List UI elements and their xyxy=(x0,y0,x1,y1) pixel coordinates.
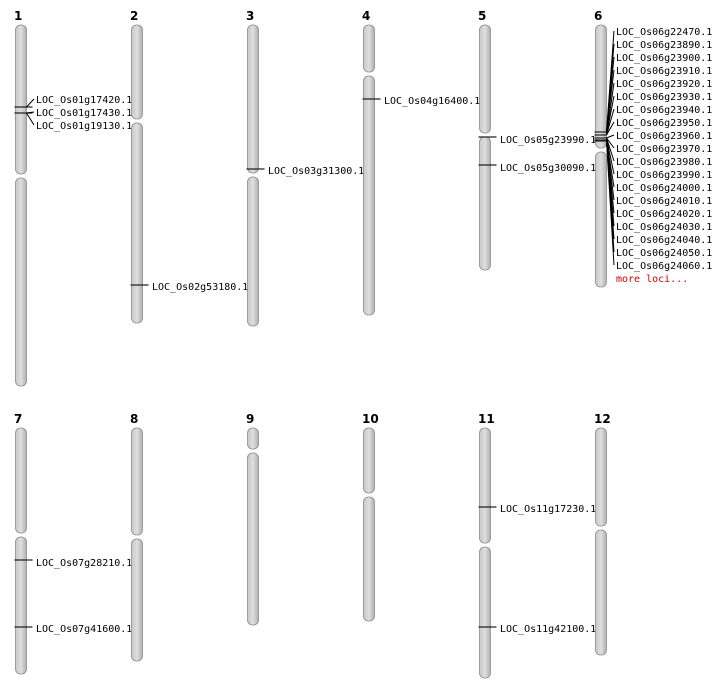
locus-connector xyxy=(606,121,615,136)
chromosome-arm-p xyxy=(363,24,375,73)
chromosome-10[interactable]: 10 xyxy=(362,412,379,622)
chromosome-arm-p xyxy=(479,24,491,134)
locus-label[interactable]: LOC_Os06g23960.1 xyxy=(616,131,712,142)
locus-connector xyxy=(606,140,615,266)
chromosome-arm-p xyxy=(15,427,27,534)
chromosome-12[interactable]: 12 xyxy=(594,412,611,656)
locus-connector xyxy=(26,112,35,126)
chromosome-arm-q xyxy=(479,136,491,271)
chromosome-number: 1 xyxy=(14,9,22,23)
chromosome-arm-q xyxy=(479,546,491,679)
locus-connector xyxy=(606,69,615,133)
chromosome-arm-p xyxy=(595,24,607,149)
chromosome-arm-p xyxy=(247,24,259,174)
chromosome-arm-q xyxy=(363,496,375,622)
locus-label[interactable]: LOC_Os06g24060.1 xyxy=(616,261,712,272)
locus-label[interactable]: LOC_Os06g23930.1 xyxy=(616,92,712,103)
locus-label[interactable]: LOC_Os02g53180.1 xyxy=(152,282,248,293)
locus-label[interactable]: LOC_Os07g41600.1 xyxy=(36,624,132,635)
chromosome-number: 3 xyxy=(246,9,254,23)
chromosome-number: 8 xyxy=(130,412,138,426)
locus-label[interactable]: LOC_Os06g23910.1 xyxy=(616,66,712,77)
locus-connector xyxy=(606,134,615,139)
locus-label[interactable]: LOC_Os01g17420.1 xyxy=(36,95,132,106)
chromosome-number: 11 xyxy=(478,412,495,426)
locus-label[interactable]: LOC_Os06g23890.1 xyxy=(616,40,712,51)
locus-connector xyxy=(26,111,35,114)
chromosome-number: 12 xyxy=(594,412,611,426)
chromosome-arm-p xyxy=(595,427,607,527)
chromosome-arm-p xyxy=(131,427,143,536)
locus-label[interactable]: LOC_Os11g42100.1 xyxy=(500,624,596,635)
locus-label[interactable]: LOC_Os01g17430.1 xyxy=(36,108,132,119)
locus-label[interactable]: LOC_Os06g23920.1 xyxy=(616,79,712,90)
chromosome-number: 5 xyxy=(478,9,486,23)
chromosome-number: 6 xyxy=(594,9,602,23)
chromosome-arm-p xyxy=(479,427,491,544)
locus-label[interactable]: LOC_Os11g17230.1 xyxy=(500,504,596,515)
locus-connector xyxy=(26,98,35,108)
locus-label[interactable]: LOC_Os04g16400.1 xyxy=(384,96,480,107)
chromosome-1[interactable]: 1LOC_Os01g17420.1LOC_Os01g17430.1LOC_Os0… xyxy=(14,9,132,387)
locus-label[interactable]: LOC_Os05g23990.1 xyxy=(500,135,596,146)
locus-label[interactable]: LOC_Os06g24050.1 xyxy=(616,248,712,259)
locus-label[interactable]: LOC_Os06g24000.1 xyxy=(616,183,712,194)
chromosome-arm-q xyxy=(247,452,259,626)
chromosome-arm-q xyxy=(15,536,27,675)
chromosome-arm-p xyxy=(131,24,143,120)
locus-label[interactable]: LOC_Os06g23970.1 xyxy=(616,144,712,155)
chromosome-arm-q xyxy=(131,538,143,662)
chromosome-arm-p xyxy=(15,24,27,175)
locus-label[interactable]: LOC_Os06g24010.1 xyxy=(616,196,712,207)
chromosome-arm-q xyxy=(363,75,375,316)
chromosome-arm-q xyxy=(595,151,607,288)
chromosome-arm-p xyxy=(363,427,375,494)
chromosome-9[interactable]: 9 xyxy=(246,412,259,626)
chromosome-number: 10 xyxy=(362,412,379,426)
chromosome-arm-q xyxy=(595,529,607,656)
locus-label[interactable]: LOC_Os06g23900.1 xyxy=(616,53,712,64)
locus-connector xyxy=(606,137,615,149)
chromosome-arm-q xyxy=(15,177,27,387)
chromosome-number: 2 xyxy=(130,9,138,23)
more-loci-link[interactable]: more loci... xyxy=(616,274,688,285)
chromosome-number: 7 xyxy=(14,412,22,426)
locus-label[interactable]: LOC_Os06g23980.1 xyxy=(616,157,712,168)
chromosome-arm-q xyxy=(247,176,259,327)
chromosome-number: 9 xyxy=(246,412,254,426)
locus-label[interactable]: LOC_Os07g28210.1 xyxy=(36,558,132,569)
locus-label[interactable]: LOC_Os05g30090.1 xyxy=(500,163,596,174)
locus-connector xyxy=(606,95,615,136)
locus-connector xyxy=(606,137,615,175)
chromosome-number: 4 xyxy=(362,9,370,23)
locus-connector xyxy=(606,108,615,136)
chromosome-arm-p xyxy=(247,427,259,450)
locus-label[interactable]: LOC_Os06g23950.1 xyxy=(616,118,712,129)
chromosome-arm-q xyxy=(131,122,143,324)
chromosome-8[interactable]: 8 xyxy=(130,412,143,662)
locus-label[interactable]: LOC_Os06g24030.1 xyxy=(616,222,712,233)
locus-label[interactable]: LOC_Os06g23990.1 xyxy=(616,170,712,181)
locus-label[interactable]: LOC_Os03g31300.1 xyxy=(268,166,364,177)
locus-label[interactable]: LOC_Os06g23940.1 xyxy=(616,105,712,116)
locus-label[interactable]: LOC_Os06g24040.1 xyxy=(616,235,712,246)
locus-label[interactable]: LOC_Os06g24020.1 xyxy=(616,209,712,220)
locus-label[interactable]: LOC_Os01g19130.1 xyxy=(36,121,132,132)
locus-label[interactable]: LOC_Os06g22470.1 xyxy=(616,27,712,38)
chromosome-6[interactable]: 6LOC_Os06g22470.1LOC_Os06g23890.1LOC_Os0… xyxy=(594,9,712,288)
